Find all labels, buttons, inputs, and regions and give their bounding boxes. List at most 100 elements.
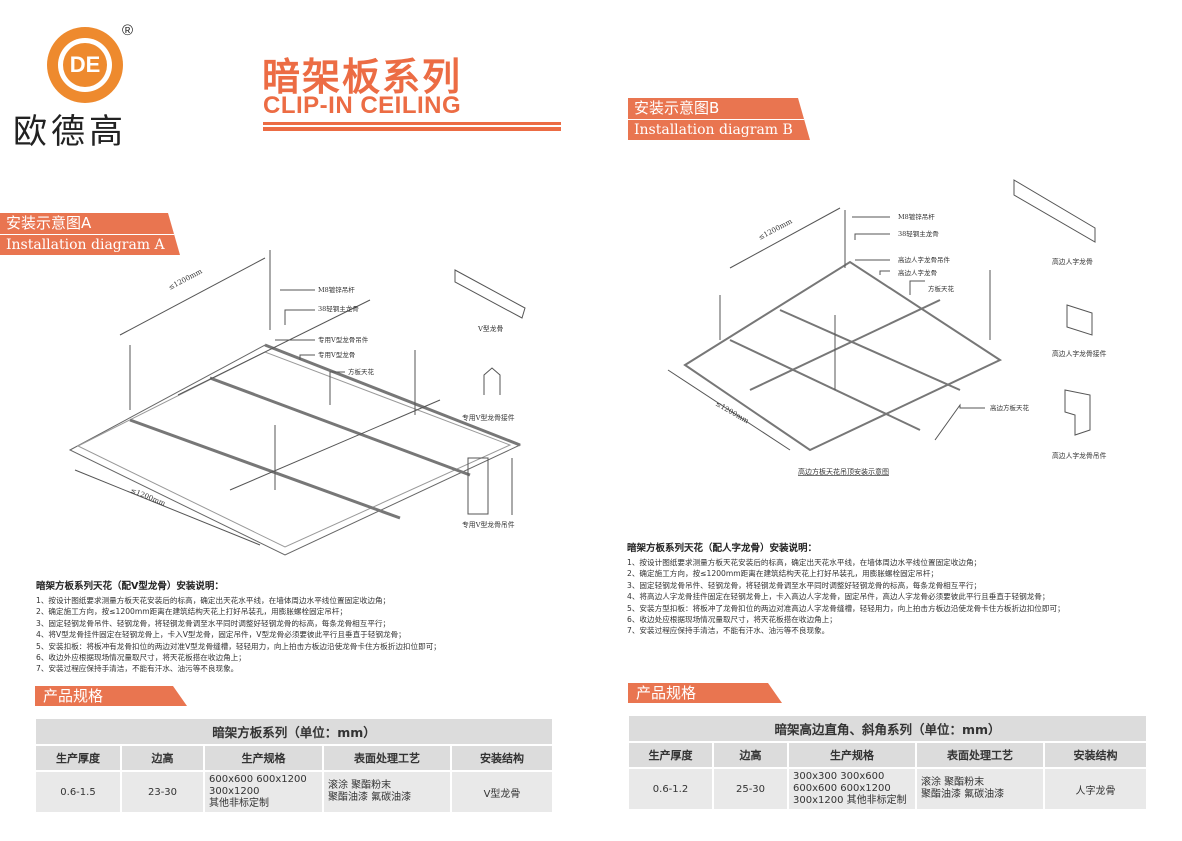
installation-diagram-b: ≤1200mm ≤1200mm M8镀锌吊杆 38轻钢主龙骨 高边人字龙骨吊件 … [667,179,1107,476]
thickness-cell: 0.6-1.5 [34,770,122,814]
column-header: 生产规格 [787,741,917,769]
table-caption: 暗架方板系列（单位：mm） [34,717,554,746]
thickness-cell: 0.6-1.2 [627,767,714,811]
column-header: 安装结构 [1043,741,1148,769]
structure-cell: V型龙骨 [450,770,554,814]
size-line: 600x600 600x1200 [793,783,891,794]
callout-label: 方板天花 [348,367,375,376]
title-rule [263,122,561,125]
table-caption: 暗架高边直角、斜角系列（单位：mm） [627,714,1148,743]
high-edge-keel-hanger-part [1064,389,1091,436]
diagram-a-banner: 安装示意图A Installation diagram A [0,213,180,255]
instruction-line: 2、确定施工方向，按≤1200mm距离在建筑结构天花上打好吊装孔，用膨胀螺栓固定… [36,607,348,617]
logo-glyph: DE [63,43,107,87]
callout-label: M8镀锌吊杆 [318,285,355,294]
instructions-title: 暗架方板系列天花（配人字龙骨）安装说明： [627,543,818,554]
dimension-label: ≤1200mm [167,267,204,292]
part-label: 高边人字龙骨 [1052,257,1093,266]
instruction-line: 2、确定施工方向，按≤1200mm距离在建筑结构天花上打好吊装孔，用膨胀螺栓固定… [627,569,939,579]
page-title-cn: 暗架板系列 [262,55,463,99]
instruction-line: 3、固定轻钢龙骨吊件、轻钢龙骨，将轻钢龙骨调至水平同时调整好轻钢龙骨的标高，每条… [627,580,982,590]
banner-title-cn: 安装示意图A [6,214,92,232]
spec-banner-b: 产品规格 [628,683,782,703]
instruction-line: 1、按设计图纸要求测量方板天花安装后的标高，确定出天花水平线，在墙体周边水平线位… [627,558,982,567]
column-header: 表面处理工艺 [915,741,1045,769]
column-header: 生产厚度 [34,744,122,772]
size-line: 600x600 600x1200 [209,774,307,785]
callout-label: 38轻钢主龙骨 [898,229,939,238]
edge-height-cell: 25-30 [712,767,789,811]
v-keel-part [454,269,526,319]
instruction-line: 7、安装过程应保持手清洁，不能有汗水、油污等不良现象。 [627,626,830,636]
instruction-line: 3、固定轻钢龙骨吊件、轻钢龙骨，将轻钢龙骨调至水平同时调整好轻钢龙骨的标高，每条… [36,618,391,628]
callout-label: M8镀锌吊杆 [898,212,935,221]
installation-diagram-a: ≤1200mm ≤1200mm M8镀锌吊杆 38轻钢主龙骨 专用V型龙骨吊件 … [68,250,526,556]
instruction-line: 6、收边外应根据现场情况量取尺寸，将天花板搭在收边角上； [36,653,246,663]
column-header: 表面处理工艺 [322,744,452,772]
diagram-b-banner: 安装示意图B Installation diagram B [628,98,810,140]
instruction-line: 5、安装扣板：将板冲有龙骨扣位的两边对准V型龙骨缝槽，轻轻用力，向上拍击方板边沿… [36,641,441,651]
structure-cell: 人字龙骨 [1043,767,1148,811]
column-header: 安装结构 [450,744,554,772]
finish-line: 聚酯油漆 氟碳油漆 [921,789,1005,800]
finish-line: 滚涂 聚酯粉末 [921,777,985,788]
banner-title-en: Installation diagram B [628,119,810,140]
high-edge-keel-connector-part [1066,304,1093,336]
callout-label: 专用V型龙骨 [318,350,355,359]
column-header: 边高 [712,741,789,769]
instruction-line: 6、收边处应根据现场情况量取尺寸，将天花板搭在收边角上； [627,615,837,625]
callout-label: 方板天花 [928,284,955,293]
spec-banner-a: 产品规格 [35,686,187,706]
finish-line: 聚酯油漆 氟碳油漆 [328,792,412,803]
part-label: 专用V型龙骨接件 [462,413,515,422]
part-label: 专用V型龙骨吊件 [462,520,515,529]
high-edge-keel-part [1013,179,1096,243]
instructions-title: 暗架方板系列天花（配V型龙骨）安装说明： [36,581,224,592]
finish-cell: 滚涂 聚酯粉末聚酯油漆 氟碳油漆 [322,770,452,814]
size-line: 300x1200 [209,786,260,797]
v-keel-connector-part [483,367,501,395]
banner-title-en: Installation diagram A [0,234,180,255]
instructions-a: 暗架方板系列天花（配V型龙骨）安装说明： 1、按设计图纸要求测量方板天花安装后的… [36,578,441,675]
callout-label: 高边人字龙骨 [898,268,937,277]
brand-name: 欧德高 [13,112,127,152]
v-keel-hanger-part [467,457,489,515]
registered-mark: ® [122,22,134,39]
size-line: 300x300 300x600 [793,771,885,782]
diagram-caption: 高边方板天花吊顶安装示意图 [798,467,889,476]
callout-label: 38轻钢主龙骨 [318,304,359,313]
edge-height-cell: 23-30 [120,770,205,814]
instruction-line: 5、安装方型扣板：将板冲了龙骨扣位的两边对准高边人字龙骨缝槽，轻轻用力，向上拍击… [627,603,1065,613]
banner-title-cn: 安装示意图B [634,99,720,117]
instruction-line: 4、将V型龙骨挂件固定在轻钢龙骨上，卡入V型龙骨，固定吊件，V型龙骨必须要彼此平… [36,630,406,640]
instructions-b: 暗架方板系列天花（配人字龙骨）安装说明： 1、按设计图纸要求测量方板天花安装后的… [627,540,1065,637]
part-label: 高边人字龙骨吊件 [1052,451,1107,460]
part-label: V型龙骨 [477,324,504,333]
size-line: 300x1200 其他非标定制 [793,795,907,806]
spec-table-a: 暗架方板系列（单位：mm） 生产厚度 边高 生产规格 表面处理工艺 安装结构 0… [34,717,554,814]
callout-label: 高边人字龙骨吊件 [898,255,951,264]
callout-label: 高边方板天花 [990,403,1030,412]
column-header: 生产规格 [203,744,324,772]
callout-label: 专用V型龙骨吊件 [318,335,369,344]
column-header: 生产厚度 [627,741,714,769]
dimension-label: ≤1200mm [757,217,794,242]
dimension-label: ≤1200mm [129,486,167,507]
page-title-en: CLIP-IN CEILING [263,92,462,119]
title-rule [263,127,561,131]
dimension-label: ≤1200mm [714,400,750,426]
finish-line: 滚涂 聚酯粉末 [328,780,392,791]
finish-cell: 滚涂 聚酯粉末聚酯油漆 氟碳油漆 [915,767,1045,811]
part-label: 高边人字龙骨接件 [1052,349,1107,358]
spec-table-b: 暗架高边直角、斜角系列（单位：mm） 生产厚度 边高 生产规格 表面处理工艺 安… [627,714,1148,811]
instruction-line: 4、将高边人字龙骨挂件固定在轻钢龙骨上，卡入高边人字龙骨，固定吊件，高边人字龙骨… [627,592,1050,602]
size-line: 其他非标定制 [209,798,269,809]
instruction-line: 1、按设计图纸要求测量方板天花安装后的标高，确定出天花水平线，在墙体周边水平线位… [36,596,391,605]
instruction-line: 7、安装过程应保持手清洁，不能有汗水、油污等不良现象。 [36,664,239,674]
column-header: 边高 [120,744,205,772]
brand-logo: DE [47,27,123,103]
